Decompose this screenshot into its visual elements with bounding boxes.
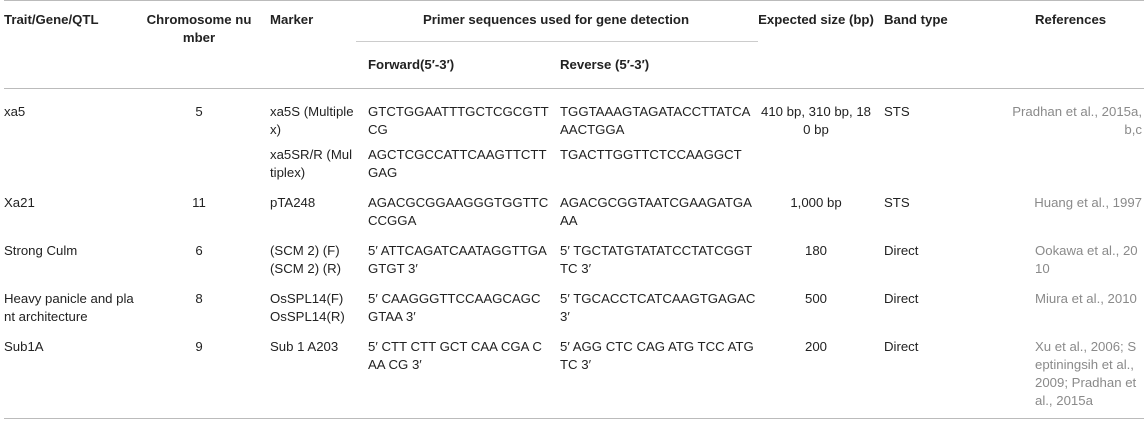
forward-cell: AGCTCGCCATTCAAGTTCTTGAG [368, 147, 547, 180]
band-cell: STS [884, 104, 910, 119]
reference-cell: Miura et al., 2010 [1035, 291, 1137, 306]
chromosome-cell: 11 [192, 195, 206, 210]
header-chromosome: Chromosome number [142, 0, 258, 89]
chromosome-cell: 6 [195, 243, 203, 258]
reverse-cell: 5′ TGCACCTCATCAAGTGAGAC 3′ [560, 291, 756, 324]
size-cell: 1,000 bp [790, 195, 842, 210]
reference-cell: Pradhan et al., 2015a,b,c [1012, 104, 1142, 137]
band-cell: Direct [876, 331, 1007, 419]
header-references: References [1007, 0, 1144, 89]
table-row: Sub1A 9 Sub 1 A203 5′ CTT CTT GCT CAA CG… [4, 331, 1144, 419]
reverse-cell: 5′ TGCTATGTATATCCTATCGGTTC 3′ [560, 243, 753, 276]
header-size: Expected size (bp) [758, 0, 876, 89]
marker-cell: pTA248 [270, 195, 316, 210]
table-row: Strong Culm 6 (SCM 2) (F) (SCM 2) (R) 5′… [4, 235, 1144, 283]
header-reverse: Reverse (5′-3′) [552, 41, 758, 89]
reference-cell: Ookawa et al., 2010 [1035, 243, 1138, 276]
header-band: Band type [876, 0, 1007, 89]
trait-cell: Heavy panicle and plant architecture [4, 291, 134, 324]
reverse-cell: TGACTTGGTTCTCCAAGGCT [560, 147, 742, 162]
primer-table: Trait/Gene/QTL Chromosome number Marker … [4, 0, 1144, 419]
table-row: xa5 5 xa5S (Multiplex) GTCTGGAATTTGCTCGC… [4, 89, 1144, 145]
reverse-cell: 5′ AGG CTC CAG ATG TCC ATG TC 3′ [552, 331, 758, 419]
band-cell: Direct [884, 291, 919, 306]
chromosome-cell: 9 [142, 331, 258, 419]
size-cell: 410 bp, 310 bp, 180 bp [761, 104, 871, 137]
forward-cell: 5′ ATTCAGATCAATAGGTTGAGTGT 3′ [368, 243, 547, 276]
header-trait: Trait/Gene/QTL [4, 0, 142, 89]
header-forward: Forward(5′-3′) [356, 41, 552, 89]
band-cell: Direct [884, 243, 919, 258]
size-cell: 500 [804, 291, 827, 306]
forward-cell: AGACGCGGAAGGGTGGTTCCCGGA [368, 195, 549, 228]
band-cell: STS [884, 195, 910, 210]
chromosome-cell: 8 [195, 291, 203, 306]
marker-cell: OsSPL14(F) OsSPL14(R) [270, 291, 345, 324]
trait-cell: xa5 [4, 104, 26, 119]
reference-cell: Huang et al., 1997 [1034, 195, 1142, 210]
reverse-cell: TGGTAAAGTAGATACCTTATCAAACTGGA [560, 104, 751, 137]
size-cell: 180 [804, 243, 827, 258]
marker-cell: (SCM 2) (F) (SCM 2) (R) [270, 243, 342, 276]
forward-cell: 5′ CTT CTT GCT CAA CGA CAA CG 3′ [356, 331, 552, 419]
forward-cell: GTCTGGAATTTGCTCGCGTTCG [368, 104, 549, 137]
trait-cell: Xa21 [4, 195, 35, 210]
trait-cell: Strong Culm [4, 243, 78, 258]
reverse-cell: AGACGCGGTAATCGAAGATGAAA [560, 195, 752, 228]
marker-cell: xa5SR/R (Multiplex) [270, 147, 353, 180]
table-row: Xa21 11 pTA248 AGACGCGGAAGGGTGGTTCCCGGA … [4, 187, 1144, 235]
table-row: Heavy panicle and plant architecture 8 O… [4, 283, 1144, 331]
trait-cell: Sub1A [4, 331, 142, 419]
reference-cell: Xu et al., 2006; Septiningsih et al., 20… [1007, 331, 1144, 419]
chromosome-cell: 5 [195, 104, 203, 119]
marker-cell: Sub 1 A203 [258, 331, 356, 419]
marker-cell: xa5S (Multiplex) [270, 104, 354, 137]
header-primers: Primer sequences used for gene detection [356, 0, 758, 42]
header-marker: Marker [258, 0, 356, 89]
forward-cell: 5′ CAAGGGTTCCAAGCAGCGTAA 3′ [368, 291, 541, 324]
size-cell: 200 [758, 331, 876, 419]
table-row: xa5SR/R (Multiplex) AGCTCGCCATTCAAGTTCTT… [4, 144, 1144, 187]
